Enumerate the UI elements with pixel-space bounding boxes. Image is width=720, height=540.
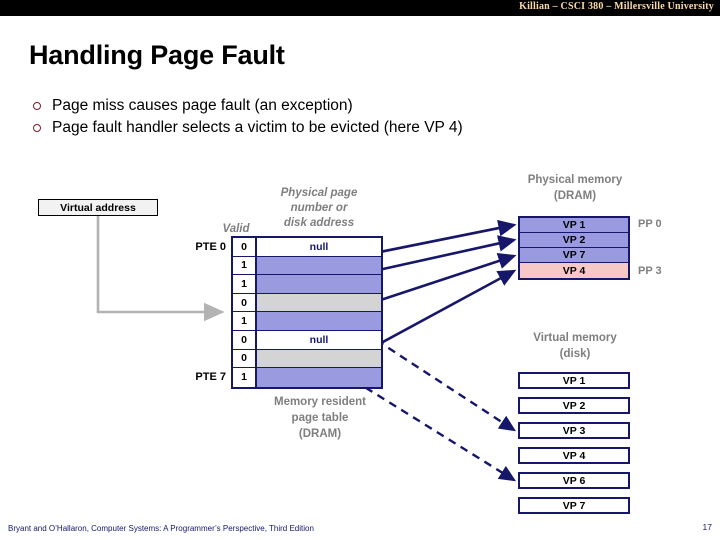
- list-item: VP 2: [520, 233, 628, 248]
- physical-memory-block: VP 1 VP 2 VP 7 VP 4: [518, 216, 630, 280]
- pte-value: null: [257, 238, 381, 257]
- page-number: 17: [702, 522, 712, 532]
- table-row: 0 null: [233, 330, 381, 350]
- pte-valid-bit: 1: [233, 368, 257, 387]
- ppn-header-line-3: disk address: [283, 217, 355, 229]
- pte-valid-bit: 1: [233, 312, 257, 331]
- table-row: 0 null: [233, 238, 381, 257]
- virtual-address-arrow: [96, 216, 225, 322]
- page-table-caption-line-3: (DRAM): [298, 428, 342, 440]
- pp-first-label: PP 0: [638, 218, 662, 230]
- pte-last-label: PTE 7: [195, 371, 226, 383]
- table-row: 1: [233, 312, 381, 331]
- pte-valid-bit: 1: [233, 275, 257, 294]
- list-item: Page miss causes page fault (an exceptio…: [30, 95, 690, 117]
- pte-value: [257, 349, 381, 369]
- table-row: 1: [233, 256, 381, 276]
- pte-value: [257, 368, 381, 387]
- list-item: VP 4: [520, 263, 628, 278]
- pte-first-label: PTE 0: [195, 241, 226, 253]
- ppn-header-line-1: Physical page: [280, 187, 358, 199]
- pte-valid-bit: 0: [233, 293, 257, 313]
- disk-page-box: VP 4: [518, 447, 630, 464]
- table-row: 0: [233, 349, 381, 369]
- pte-value: [257, 312, 381, 331]
- disk-page-box: VP 1: [518, 372, 630, 389]
- pte-value: null: [257, 330, 381, 350]
- table-row: 1: [233, 275, 381, 294]
- bullet-text: Page fault handler selects a victim to b…: [52, 119, 463, 136]
- virtual-address-box: Virtual address: [38, 199, 158, 216]
- physical-memory-caption-line-2: (DRAM): [553, 190, 597, 202]
- pte-valid-bit: 0: [233, 238, 257, 257]
- bullet-text: Page miss causes page fault (an exceptio…: [52, 97, 353, 114]
- virtual-memory-caption-line-2: (disk): [559, 348, 591, 360]
- top-banner: [0, 0, 720, 16]
- footer-citation: Bryant and O’Hallaron, Computer Systems:…: [8, 524, 314, 533]
- disk-page-box: VP 3: [518, 422, 630, 439]
- pte-valid-bit: 0: [233, 330, 257, 350]
- bullet-circle-icon: [30, 95, 52, 117]
- pte-value: [257, 256, 381, 276]
- page-table-caption-line-2: page table: [291, 412, 349, 424]
- bullet-circle-icon: [30, 117, 52, 139]
- pte-value: [257, 275, 381, 294]
- bullet-list: Page miss causes page fault (an exceptio…: [30, 95, 690, 139]
- disk-page-box: VP 2: [518, 397, 630, 414]
- dram-pointer-lines: [316, 219, 517, 380]
- disk-pointer-lines: [314, 298, 517, 482]
- pte-value: [257, 293, 381, 313]
- list-item: VP 7: [520, 248, 628, 263]
- page-table: 0 null 1 1 0 1 0 null 0 1: [231, 236, 383, 389]
- list-item: Page fault handler selects a victim to b…: [30, 117, 690, 139]
- table-row: 0: [233, 293, 381, 313]
- physical-memory-caption-line-1: Physical memory: [527, 174, 623, 186]
- disk-page-box: VP 6: [518, 472, 630, 489]
- list-item: VP 1: [520, 218, 628, 233]
- course-banner-text: Killian – CSCI 380 – Millersville Univer…: [519, 1, 714, 12]
- table-row: 1: [233, 368, 381, 387]
- ppn-header-line-2: number or: [290, 202, 348, 214]
- page-table-caption-line-1: Memory resident: [273, 396, 367, 408]
- page-title: Handling Page Fault: [29, 40, 285, 70]
- pte-valid-bit: 0: [233, 349, 257, 369]
- pte-valid-bit: 1: [233, 256, 257, 276]
- virtual-memory-caption-line-1: Virtual memory: [533, 332, 617, 344]
- disk-page-box: VP 7: [518, 497, 630, 514]
- valid-column-header: Valid: [222, 223, 250, 235]
- pp-last-label: PP 3: [638, 265, 662, 277]
